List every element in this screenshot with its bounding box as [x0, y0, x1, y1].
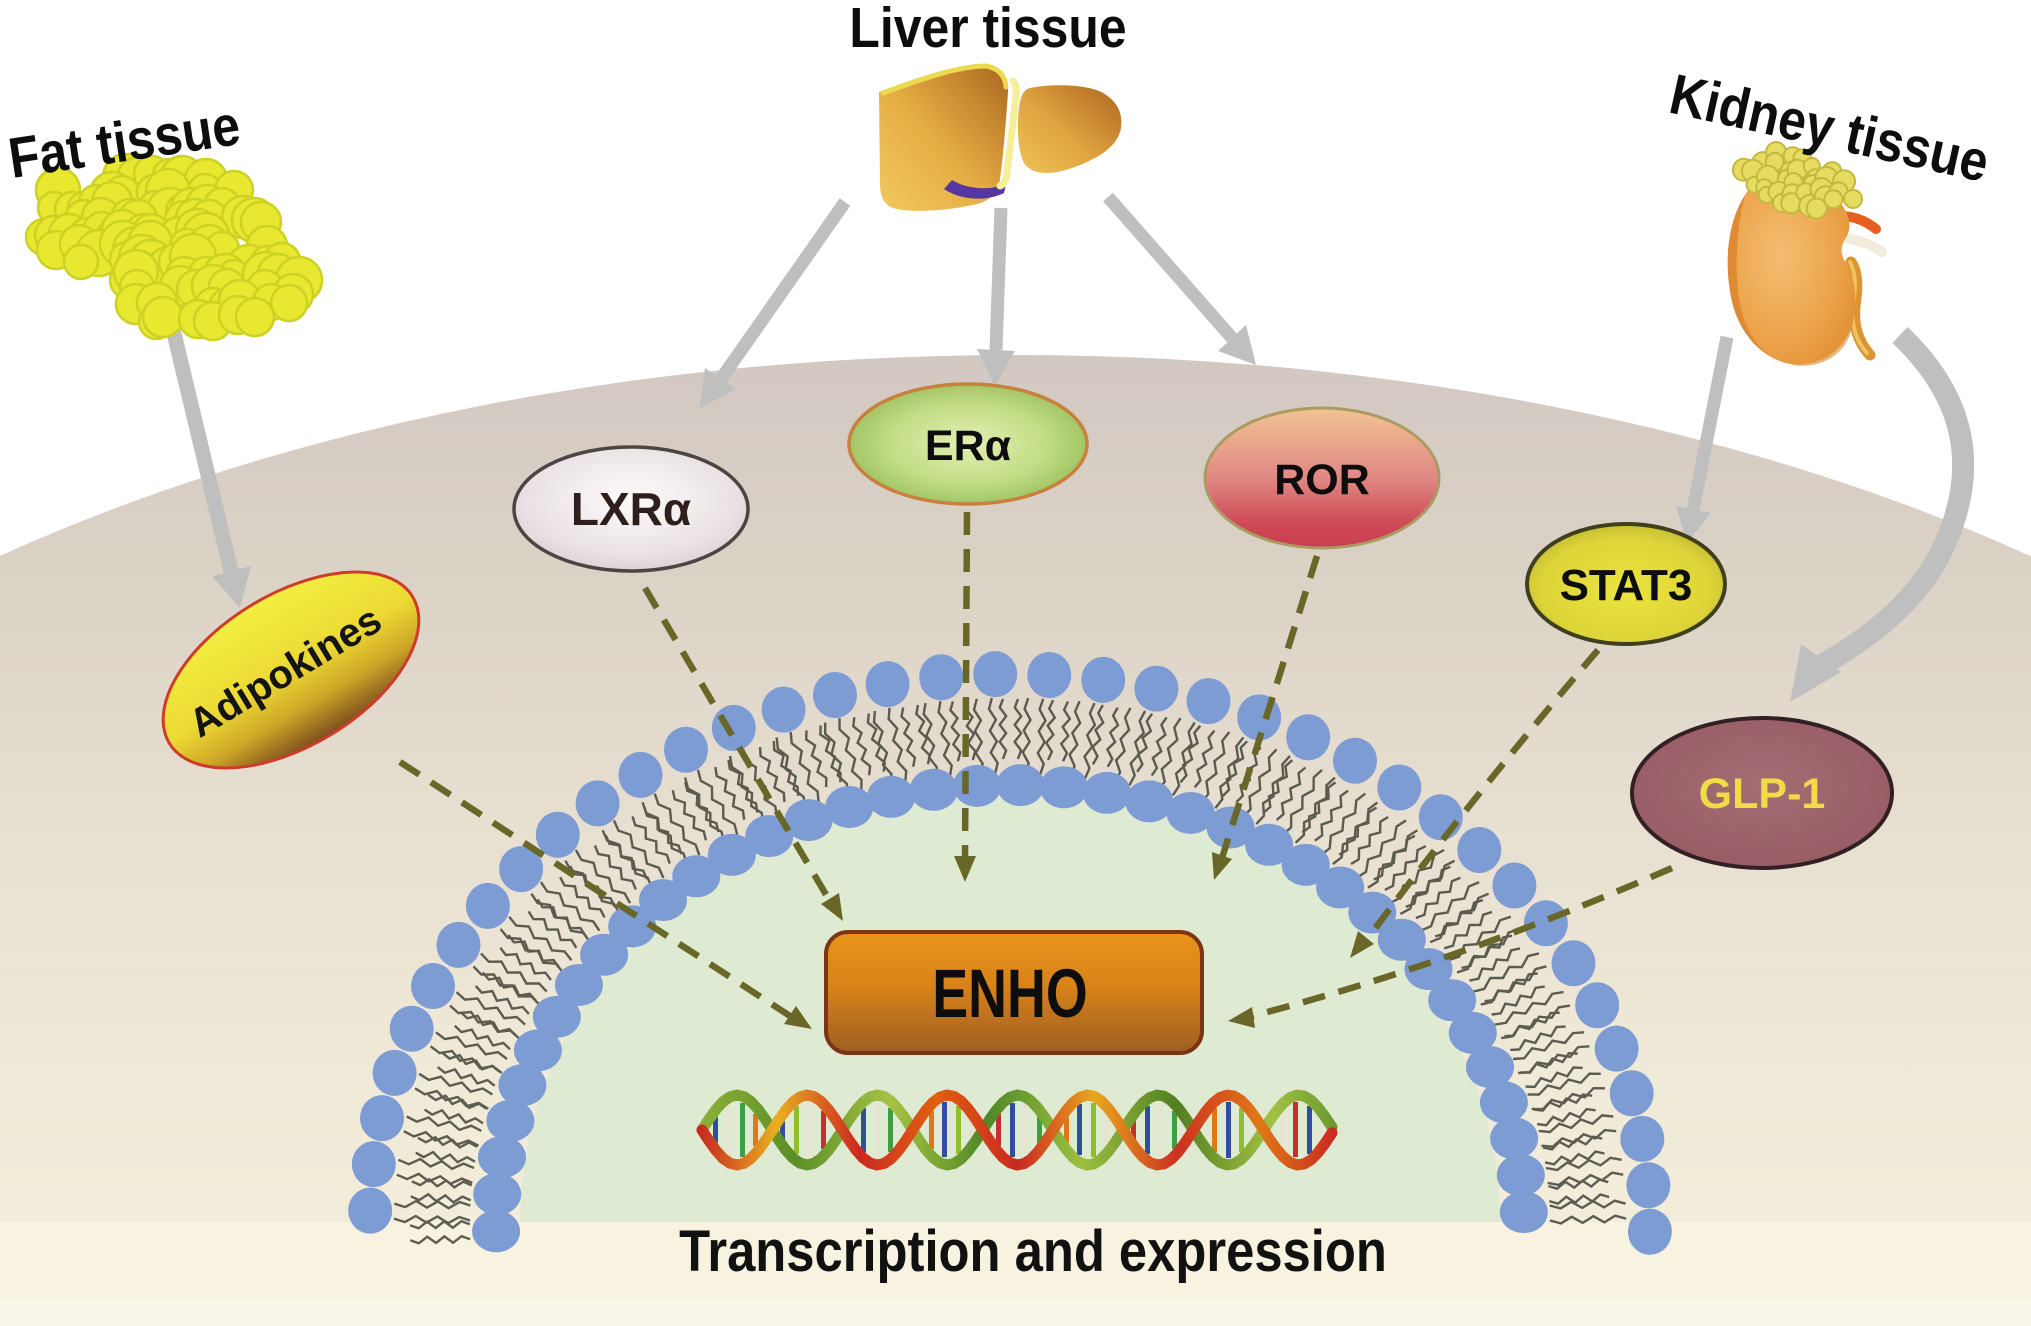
svg-text:Liver tissue: Liver tissue — [849, 0, 1126, 60]
svg-text:ERα: ERα — [925, 422, 1011, 470]
svg-text:STAT3: STAT3 — [1560, 561, 1693, 610]
svg-text:LXRα: LXRα — [571, 483, 691, 535]
svg-text:GLP-1: GLP-1 — [1699, 770, 1826, 818]
svg-text:ENHO: ENHO — [932, 956, 1087, 1033]
svg-text:ROR: ROR — [1274, 456, 1370, 504]
svg-text:Transcription and expression: Transcription and expression — [679, 1219, 1387, 1284]
